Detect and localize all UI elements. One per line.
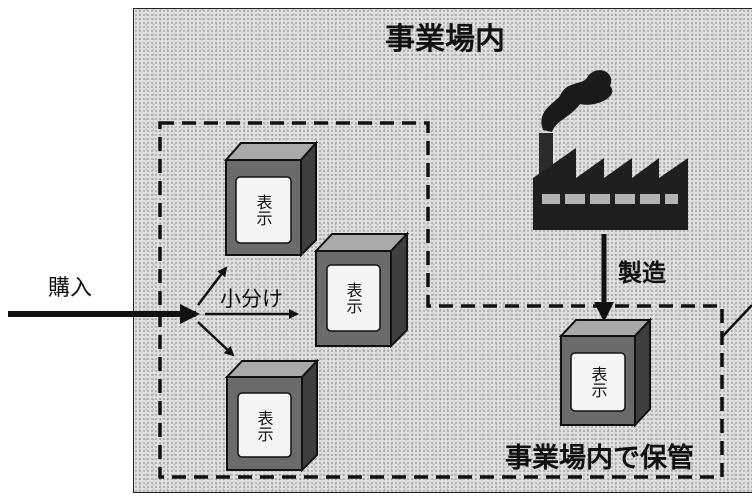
box-1-label: 表示 <box>254 194 273 226</box>
split-arrow-up <box>197 266 228 306</box>
storage-label: 事業場内で保管 <box>505 443 694 474</box>
manufacture-label: 製造 <box>618 259 666 287</box>
outgoing-line <box>721 304 752 338</box>
purchase-label: 購入 <box>48 276 93 301</box>
product-box-3 <box>224 358 320 473</box>
split-arrow-down <box>197 321 235 357</box>
box-2-label: 表示 <box>344 282 363 314</box>
box-3-label: 表示 <box>255 410 274 442</box>
storage-boundary-dashed <box>158 121 724 479</box>
box-4-label: 表示 <box>589 366 608 398</box>
factory-icon <box>533 70 688 230</box>
subdivide-label: 小分け <box>220 287 283 311</box>
premises-title: 事業場内 <box>385 22 505 57</box>
product-box-4 <box>558 317 653 428</box>
product-box-1 <box>223 140 319 258</box>
product-box-2 <box>313 231 410 349</box>
